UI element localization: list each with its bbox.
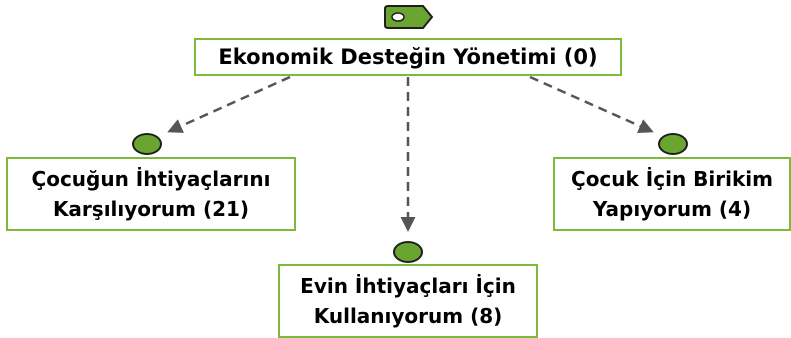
root-node-label: Ekonomik Desteğin Yönetimi (0) — [218, 45, 598, 69]
child-node-1[interactable]: Çocuğun İhtiyaçlarını Karşılıyorum (21) — [6, 157, 296, 231]
child-node-2-line2: Kullanıyorum (8) — [313, 304, 503, 328]
tag-icon — [384, 5, 434, 29]
child-node-3-dot — [658, 133, 688, 155]
child-node-3-line2: Yapıyorum (4) — [592, 197, 752, 221]
child-node-3[interactable]: Çocuk İçin Birikim Yapıyorum (4) — [553, 157, 791, 231]
child-node-1-line2: Karşılıyorum (21) — [52, 197, 250, 221]
child-node-1-dot — [132, 133, 162, 155]
child-node-1-line1: Çocuğun İhtiyaçlarını — [31, 167, 271, 191]
child-node-3-line1: Çocuk İçin Birikim — [571, 167, 773, 191]
child-node-2[interactable]: Evin İhtiyaçları İçin Kullanıyorum (8) — [278, 264, 538, 338]
edge-root-to-child-1 — [167, 75, 291, 133]
edge-root-to-child-3 — [529, 75, 654, 133]
root-node[interactable]: Ekonomik Desteğin Yönetimi (0) — [194, 38, 622, 76]
child-node-2-dot — [393, 241, 423, 263]
child-node-2-line1: Evin İhtiyaçları İçin — [300, 274, 516, 298]
